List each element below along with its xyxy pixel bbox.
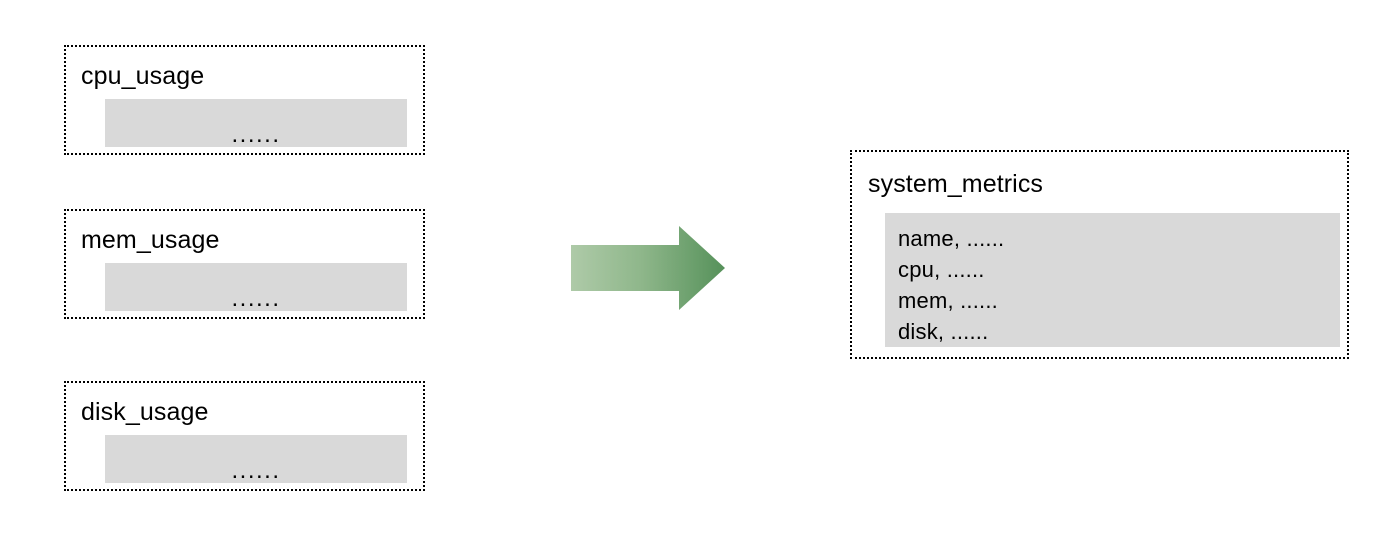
entity-box-disk-usage[interactable]: disk_usage ...... bbox=[64, 381, 425, 491]
entity-body: ...... bbox=[105, 435, 407, 483]
entity-body: name, ...... cpu, ...... mem, ...... dis… bbox=[885, 213, 1340, 347]
ellipsis-text: ...... bbox=[231, 121, 281, 148]
field-row: mem, ...... bbox=[898, 288, 998, 313]
field-row: name, ...... bbox=[898, 226, 1005, 251]
entity-title: cpu_usage bbox=[81, 62, 205, 90]
entity-box-mem-usage[interactable]: mem_usage ...... bbox=[64, 209, 425, 319]
entity-box-system-metrics[interactable]: system_metrics name, ...... cpu, ...... … bbox=[850, 150, 1349, 359]
entity-body: ...... bbox=[105, 263, 407, 311]
ellipsis-text: ...... bbox=[231, 285, 281, 312]
field-row: disk, ...... bbox=[898, 319, 989, 344]
right-arrow-icon bbox=[571, 226, 725, 310]
entity-box-cpu-usage[interactable]: cpu_usage ...... bbox=[64, 45, 425, 155]
field-row: cpu, ...... bbox=[898, 257, 985, 282]
entity-body: ...... bbox=[105, 99, 407, 147]
entity-title: disk_usage bbox=[81, 398, 209, 426]
entity-title: mem_usage bbox=[81, 226, 220, 254]
ellipsis-text: ...... bbox=[231, 457, 281, 484]
entity-title: system_metrics bbox=[868, 170, 1044, 198]
